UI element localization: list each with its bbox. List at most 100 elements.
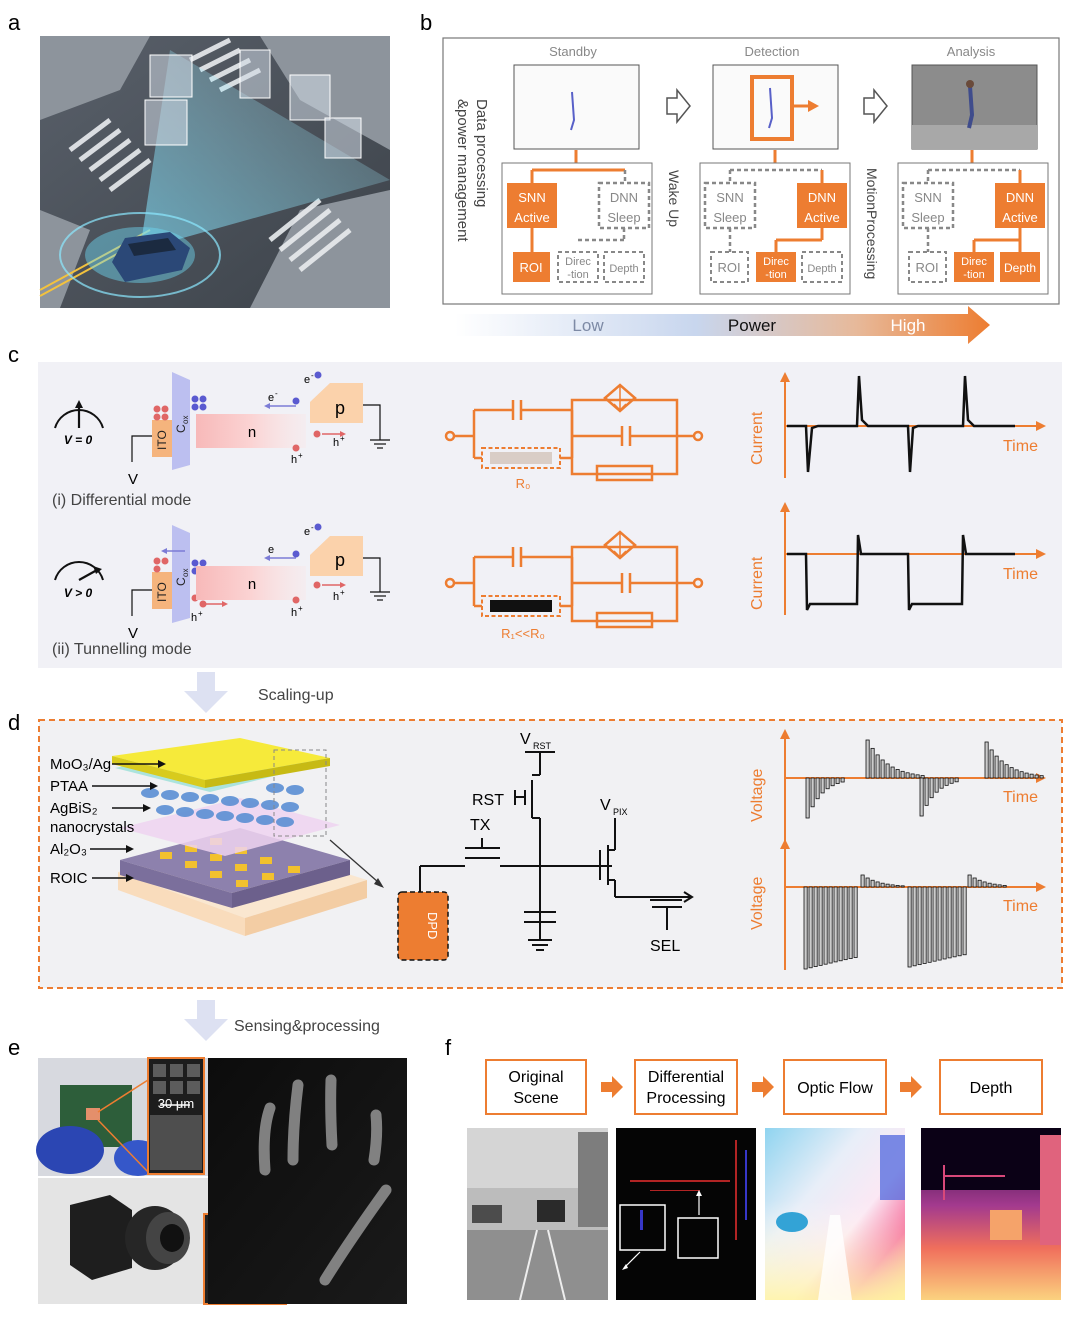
snn-label-standby: SNN [518,190,545,205]
stage-title-analysis: Analysis [947,44,996,59]
h-sup-2a: + [198,609,203,618]
h-sup-2c: + [340,588,345,597]
layer-label-2: AgBiS₂ [50,800,98,817]
voltage-spike-bar [826,778,829,789]
voltage-spike-bar [990,750,993,778]
voltage-spike-bar [963,887,966,955]
stage-side-motion: MotionProcessing [864,168,880,279]
dnn-state-detection: Active [804,210,839,225]
voltage-spike-bar [998,885,1001,887]
stage-detection: Detection Wake Up SNN Sleep DNN Active R… [666,44,850,294]
dir-label-detection-1: Direc [763,256,789,268]
voltage-axis-2: Voltage [749,877,766,930]
scale-bar-label: 30 μm [158,1096,194,1111]
panel-label-c: c [8,342,19,367]
voltage-spike-bar [908,887,911,967]
p-label-2: p [335,550,345,570]
roi-label-analysis: ROI [915,260,938,275]
voltage-spike-bar [896,769,899,778]
time-axis-2: Time [1003,566,1038,583]
voltage-spike-bar [928,887,931,962]
voltage-spike-bar [945,778,948,785]
tx-label: TX [470,817,491,834]
e-top-sup-2: - [311,523,314,532]
voltage-spike-bar [809,887,812,968]
scaling-up-label: Scaling-up [258,687,334,704]
voltage-spike-bar [923,887,926,963]
voltage-spike-bar [881,760,884,778]
h-label-1a: h [291,454,297,466]
sel-label: SEL [650,938,680,955]
e-top-1: e [304,374,310,386]
stage-side-wake-up: Wake Up [666,170,682,227]
rst-label: RST [472,792,504,809]
dir-label-analysis-2: -tion [963,269,984,281]
voltage-spike-bar [1030,774,1033,778]
cox-label-1: C [174,424,188,433]
current-axis-1: Current [749,411,766,465]
e-sup-1: - [275,389,278,398]
f-arrow-icon-3 [900,1076,922,1098]
b-side-label-2: &power management [454,99,471,242]
layer-label-4: Al₂O₃ [50,841,87,858]
panel-c: V = 0 ITO C ox n p e - e - h + [38,362,1062,668]
voltage-spike-bar [829,887,832,963]
voltage-spike-bar [1025,773,1028,778]
voltage-spike-bar [891,767,894,778]
voltage-spike-bar [993,884,996,887]
voltage-spike-bar [804,887,807,969]
voltage-spike-bar [886,884,889,887]
voltage-spike-bar [978,880,981,887]
dir-label-standby-2: -tion [567,269,588,281]
voltage-spike-bar [943,887,946,959]
voltage-spike-bar [821,778,824,793]
dir-label-standby-1: Direc [565,256,591,268]
layer-label-0: MoO₃/Ag [50,756,111,773]
panel-b: Data processing &power management Standb… [443,38,1059,344]
original-scene-image [467,1128,608,1300]
voltage-spike-bar [1040,776,1043,778]
voltage-spike-bar [866,878,869,887]
voltage-spike-bar [881,883,884,887]
voltage-spike-bar [896,885,899,887]
intersection-illustration [40,36,390,308]
voltage-spike-bar [871,880,874,887]
voltage-spike-bar [806,778,809,818]
voltage-spike-bar [918,887,921,965]
cox-sub-1: ox [181,416,190,424]
voltage-spike-bar [1010,768,1013,778]
vpos-label: V > 0 [64,586,93,600]
r1-label: R₁<<R₀ [501,626,545,641]
snn-state-detection: Sleep [713,210,746,225]
voltage-spike-bar [938,887,941,960]
panel-d: MoO₃/Ag PTAA AgBiS₂ nanocrystals Al₂O₃ R… [39,720,1062,988]
voltage-spike-bar [983,882,986,887]
dnn-label-detection: DNN [808,190,836,205]
layer-label-3: nanocrystals [50,819,134,836]
voltage-spike-bar [819,887,822,965]
voltage-spike-bar [955,778,958,782]
b-side-label-1: Data processing [473,99,490,207]
depth-label-standby: Depth [609,263,638,275]
voltage-axis-1: Voltage [749,769,766,822]
dir-label-detection-2: -tion [765,269,786,281]
voltage-spike-bar [866,740,869,778]
roi-label-detection: ROI [717,260,740,275]
voltage-spike-bar [930,778,933,798]
h-label-2c: h [333,591,339,603]
h-sup-1b: + [340,434,345,443]
snn-label-detection: SNN [716,190,743,205]
panel-label-f: f [445,1035,452,1060]
voltage-spike-bar [933,887,936,961]
voltage-spike-bar [1035,775,1038,778]
hand-event-image [208,1058,407,1304]
stage-title-detection: Detection [745,44,800,59]
voltage-spike-bar [824,887,827,964]
panel-f: Original Scene Differential Processing O… [467,1060,1061,1300]
voltage-spike-bar [953,887,956,957]
voltage-spike-bar [950,778,953,783]
f-arrow-icon-2 [752,1076,774,1098]
current-axis-2: Current [749,556,766,610]
voltage-spike-bar [901,886,904,887]
